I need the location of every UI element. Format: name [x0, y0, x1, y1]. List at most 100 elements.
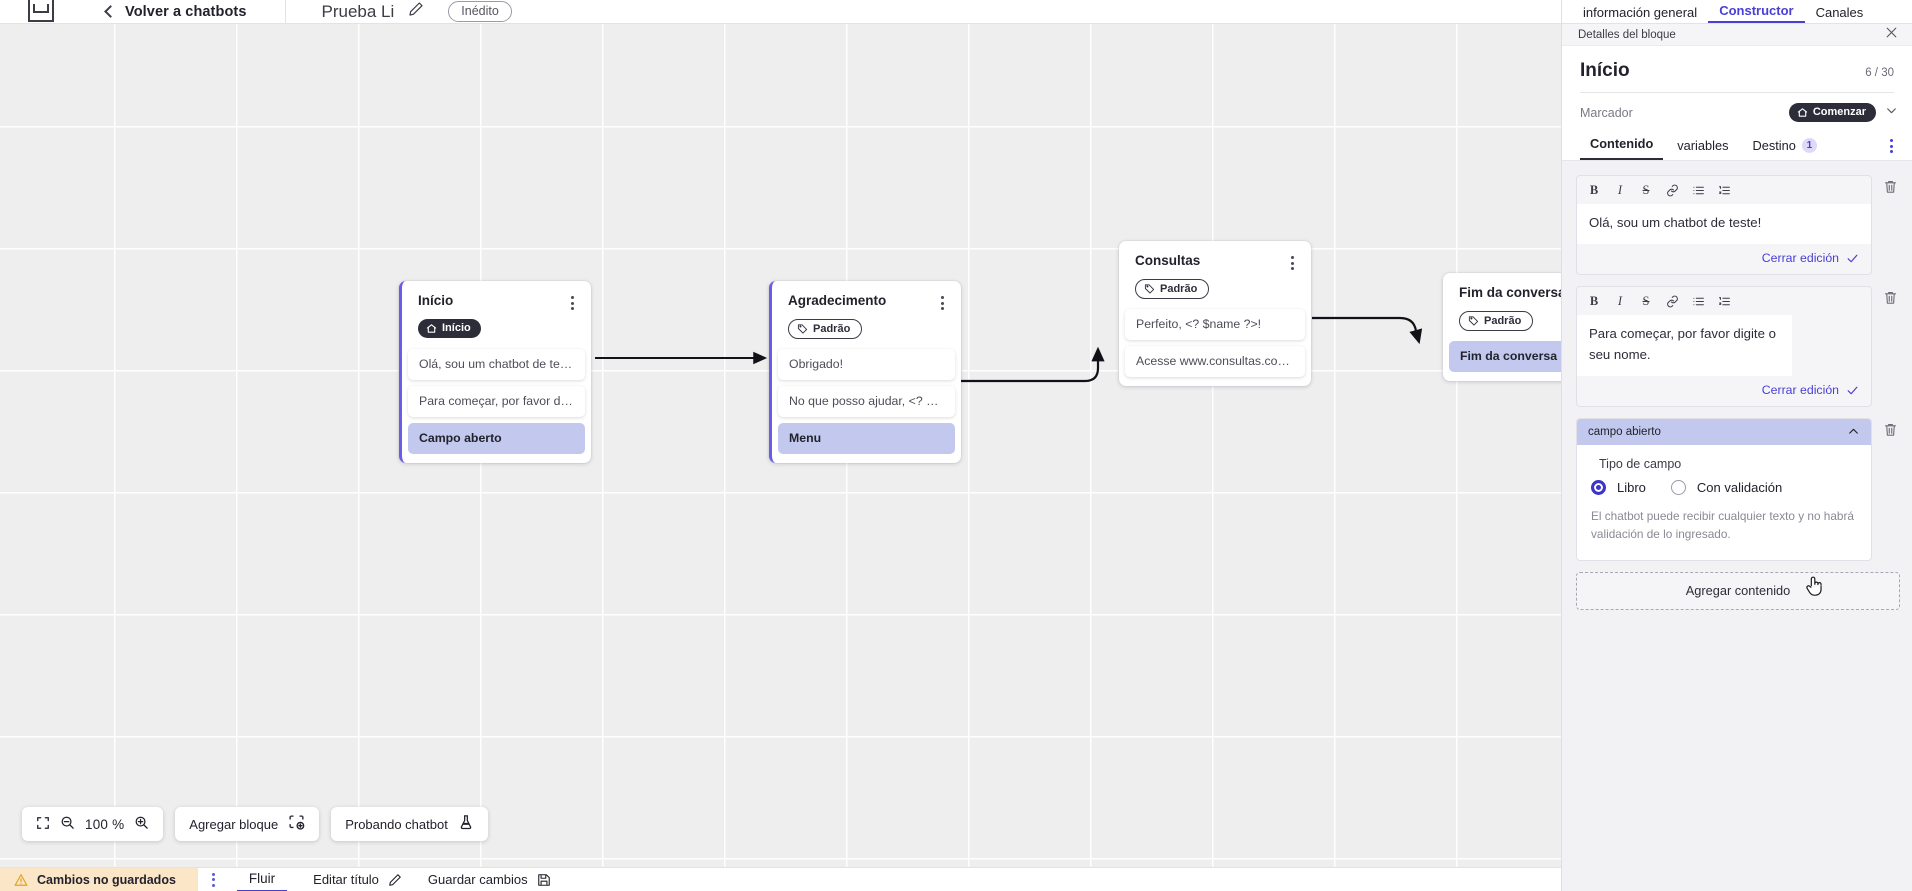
top-bar: Volver a chatbots Prueba Li Inédito	[0, 0, 1561, 24]
link-icon[interactable]	[1659, 291, 1685, 311]
unsaved-changes-badge: Cambios no guardados	[0, 867, 198, 891]
editor-toolbar: B I S	[1577, 176, 1871, 204]
section-tab-variables[interactable]: variables	[1677, 138, 1729, 153]
italic-icon[interactable]: I	[1617, 293, 1623, 308]
node-tag-default: Padrão	[1459, 311, 1534, 331]
node-tag-row: Padrão	[1443, 302, 1561, 331]
node-kebab-menu-icon[interactable]	[935, 293, 949, 310]
editor-footer: Cerrar edición	[1577, 376, 1871, 406]
edit-title-label: Editar título	[313, 872, 379, 887]
radio-con-validacion[interactable]	[1670, 480, 1686, 496]
node-tag-label: Padrão	[1484, 314, 1522, 327]
save-changes-button[interactable]: Guardar cambios	[428, 872, 551, 887]
zoom-out-icon[interactable]	[60, 815, 75, 833]
marker-label: Marcador	[1580, 105, 1633, 120]
bold-icon[interactable]: B	[1589, 182, 1599, 197]
flow-canvas[interactable]: Início Início Olá, sou um chatbot de tes…	[0, 24, 1561, 867]
home-icon	[426, 323, 437, 333]
block-details-panel: información general Constructor Canales …	[1561, 0, 1912, 891]
marker-badge[interactable]: Comenzar	[1788, 103, 1876, 122]
node-message-list: Obrigado! No que posso ajudar, <? $name …	[772, 349, 961, 454]
trash-icon[interactable]	[1880, 286, 1900, 305]
fit-screen-icon[interactable]	[36, 816, 50, 833]
add-block-button[interactable]: Agregar bloque	[175, 807, 320, 841]
rich-text-editor[interactable]: B I S Olá, sou um chatbot de tes	[1576, 175, 1872, 276]
node-tag-default: Padrão	[1135, 279, 1210, 299]
field-card-title: campo abierto	[1588, 425, 1661, 438]
add-block-label: Agregar bloque	[189, 816, 279, 832]
strikethrough-icon[interactable]: S	[1642, 293, 1650, 308]
edit-title-button[interactable]: Editar título	[313, 872, 402, 887]
node-message-selected[interactable]: Menu	[778, 423, 955, 454]
flow-node-agradecimento[interactable]: Agradecimento Padrão Obrigado! No que po…	[769, 281, 961, 463]
node-message[interactable]: Acesse www.consultas.com par...	[1125, 346, 1305, 377]
node-kebab-menu-icon[interactable]	[565, 293, 579, 310]
unsaved-changes-label: Cambios no guardados	[37, 872, 176, 887]
node-message-selected[interactable]: Campo aberto	[408, 422, 585, 454]
panel-content-body: B I S Olá, sou um chatbot de tes	[1562, 161, 1912, 891]
app-logo-icon[interactable]	[28, 0, 54, 22]
field-card: campo abierto Tipo de campo Libro Con va…	[1576, 418, 1872, 561]
flow-node-consultas[interactable]: Consultas Padrão Perfeito, <? $name ?>! …	[1119, 241, 1311, 386]
bullet-list-icon[interactable]	[1685, 291, 1711, 311]
tab-constructor[interactable]: Constructor	[1708, 0, 1805, 23]
marker-controls: Comenzar	[1788, 103, 1898, 122]
bold-icon[interactable]: B	[1589, 293, 1599, 308]
radio-libro[interactable]	[1591, 480, 1606, 496]
panel-subheader-label: Detalles del bloque	[1578, 28, 1676, 41]
radio-con-validacion-label: Con validación	[1696, 480, 1783, 496]
add-content-button[interactable]: Agregar contenido	[1576, 571, 1900, 610]
flow-node-fim-da-conversa[interactable]: Fim da conversa Padrão Fim da conversa	[1443, 273, 1561, 381]
tab-fluir[interactable]: Fluir	[236, 868, 288, 891]
block-count: 6 / 30	[1865, 67, 1894, 79]
warning-icon	[14, 873, 28, 886]
section-kebab-menu-icon[interactable]	[1884, 136, 1898, 160]
pencil-icon[interactable]	[408, 1, 424, 22]
panel-section-tabs: Contenido variables Destino 1	[1562, 132, 1912, 161]
test-chatbot-button[interactable]: Probando chatbot	[331, 807, 488, 841]
section-tab-contenido[interactable]: Contenido	[1580, 136, 1664, 160]
node-message[interactable]: Olá, sou um chatbot de teste!	[408, 348, 585, 380]
trash-icon[interactable]	[1880, 175, 1900, 194]
editor-text[interactable]: Para começar, por favor digite o seu nom…	[1577, 315, 1792, 377]
editor-text[interactable]: Olá, sou um chatbot de teste!	[1577, 204, 1871, 245]
zoom-in-icon[interactable]	[134, 815, 149, 833]
numbered-list-icon[interactable]	[1711, 180, 1737, 200]
field-card-body: Tipo de campo Libro Con validación El ch…	[1577, 445, 1871, 559]
node-message[interactable]: Obrigado!	[778, 349, 955, 380]
node-message[interactable]: Perfeito, <? $name ?>!	[1125, 309, 1305, 340]
trash-icon[interactable]	[1880, 418, 1900, 437]
node-message[interactable]: No que posso ajudar, <? $name ...	[778, 386, 955, 417]
add-content-label: Agregar contenido	[1685, 583, 1791, 599]
rich-text-editor[interactable]: B I S Para começar, por favor di	[1576, 286, 1872, 408]
bullet-list-icon[interactable]	[1685, 180, 1711, 200]
status-kebab-menu-icon[interactable]	[211, 872, 215, 887]
section-tab-destino[interactable]: Destino 1	[1742, 138, 1826, 160]
status-badge: Inédito	[448, 1, 512, 22]
node-message-list: Perfeito, <? $name ?>! Acesse www.consul…	[1119, 309, 1311, 377]
strikethrough-icon[interactable]: S	[1642, 182, 1650, 197]
status-bar: Cambios no guardados Fluir Editar título…	[0, 867, 1561, 891]
node-tag-row: Início	[402, 310, 591, 339]
field-card-header[interactable]: campo abierto	[1577, 419, 1871, 446]
italic-icon[interactable]: I	[1617, 182, 1623, 197]
save-changes-label: Guardar cambios	[427, 872, 528, 887]
node-message-selected[interactable]: Fim da conversa	[1449, 341, 1561, 372]
close-icon[interactable]	[1885, 26, 1898, 44]
close-edit-label[interactable]: Cerrar edición	[1761, 251, 1839, 266]
node-header: Fim da conversa	[1443, 283, 1561, 302]
link-icon[interactable]	[1659, 180, 1685, 200]
node-message[interactable]: Para começar, por favor digite o ...	[408, 385, 585, 417]
chevron-down-icon[interactable]	[1885, 104, 1898, 122]
canvas-float-toolbar: 100 % Agregar bloque Probando chatbot	[22, 807, 488, 841]
add-block-icon	[288, 814, 305, 834]
tab-canales[interactable]: Canales	[1815, 5, 1864, 20]
block-title: Início	[1580, 60, 1630, 81]
close-edit-label[interactable]: Cerrar edición	[1761, 383, 1839, 398]
node-tag-default: Padrão	[788, 319, 863, 339]
flow-node-inicio[interactable]: Início Início Olá, sou um chatbot de tes…	[399, 281, 591, 463]
tab-informacion-general[interactable]: información general	[1583, 5, 1698, 20]
node-kebab-menu-icon[interactable]	[1285, 253, 1299, 270]
back-to-chatbots-button[interactable]: Volver a chatbots	[104, 4, 247, 20]
numbered-list-icon[interactable]	[1711, 291, 1737, 311]
